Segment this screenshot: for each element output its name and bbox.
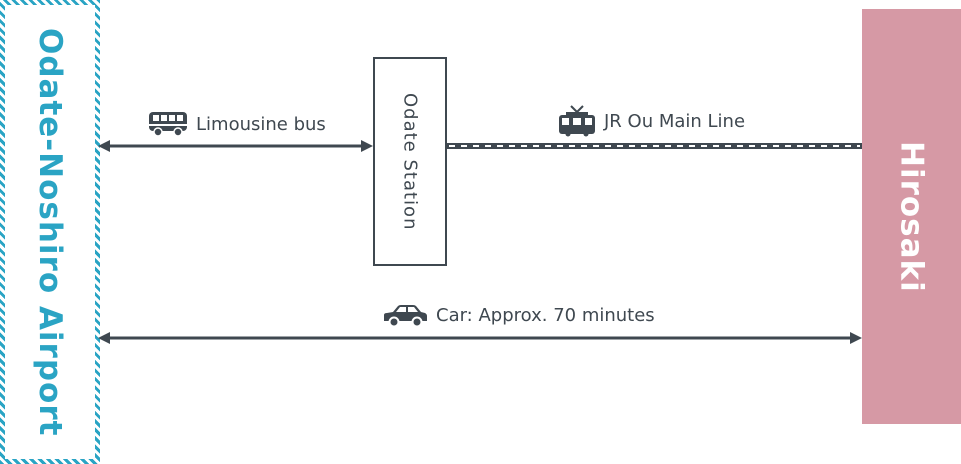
airport-box: Odate-Noshiro Airport (0, 0, 100, 464)
car-arrow-left (98, 332, 110, 344)
bus-arrow-left (98, 140, 110, 152)
rail-route-text: JR Ou Main Line (604, 110, 746, 132)
bus-route-label: Limousine bus (148, 111, 326, 137)
bus-route-text: Limousine bus (196, 113, 326, 135)
train-icon (558, 105, 596, 137)
car-icon (382, 303, 428, 327)
station-label: Odate Station (399, 92, 421, 231)
destination-box: Hirosaki (862, 9, 961, 424)
station-box: Odate Station (373, 57, 447, 266)
car-arrow-right (850, 332, 862, 344)
rail-route-label: JR Ou Main Line (558, 105, 745, 137)
bus-icon (148, 111, 188, 137)
car-route-text: Car: Approx. 70 minutes (436, 304, 655, 326)
destination-label: Hirosaki (893, 140, 930, 293)
car-route-label: Car: Approx. 70 minutes (382, 303, 655, 327)
bus-arrow-right (361, 140, 373, 152)
airport-label: Odate-Noshiro Airport (32, 27, 68, 437)
airport-box-inner: Odate-Noshiro Airport (5, 5, 95, 459)
